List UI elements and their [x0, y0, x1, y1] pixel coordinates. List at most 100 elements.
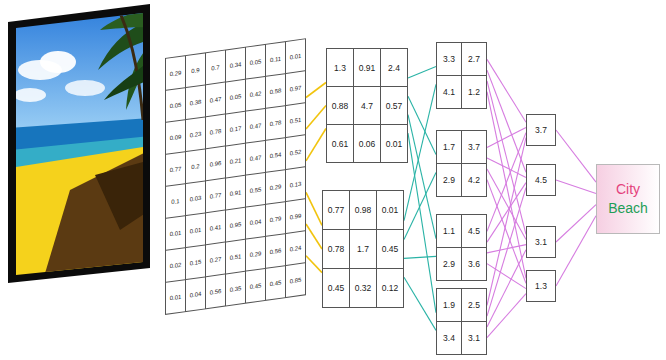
- cell-value: 1.2: [462, 76, 486, 108]
- cell-value: 0.77: [166, 152, 185, 186]
- cell-value: 0.77: [323, 191, 349, 229]
- cell-value: 3.4: [437, 322, 461, 354]
- cell-value: 0.47: [246, 141, 265, 175]
- connection-line: [487, 169, 526, 240]
- cell-value: 2.7: [462, 43, 486, 75]
- dense-unit: 1.3: [526, 270, 556, 302]
- connection-line: [487, 127, 526, 147]
- cell-value: 0.45: [377, 230, 403, 268]
- cell-value: 0.97: [286, 71, 305, 105]
- cell-value: 0.02: [166, 248, 185, 282]
- connection-line: [487, 133, 526, 232]
- cell-value: 0.78: [266, 106, 285, 140]
- connection-line: [556, 130, 596, 182]
- dense-unit: 3.1: [526, 226, 556, 258]
- pooled-map: 1.92.53.43.1: [436, 288, 487, 355]
- connection-line: [487, 294, 526, 338]
- connection-line: [306, 256, 322, 273]
- connection-line: [306, 106, 326, 130]
- cell-value: 0.12: [377, 269, 403, 307]
- cell-value: 0.47: [206, 83, 225, 117]
- cell-value: 1.7: [350, 230, 376, 268]
- connection-line: [404, 84, 436, 220]
- cell-value: 0.51: [286, 103, 305, 137]
- input-grid: 0.290.90.70.340.050.110.010.050.380.470.…: [165, 38, 306, 315]
- cell-value: 0.06: [354, 125, 380, 162]
- connection-line: [487, 138, 526, 306]
- cell-value: 0.21: [226, 144, 245, 178]
- cell-value: 0.32: [350, 269, 376, 307]
- cell-value: 0.85: [286, 263, 305, 297]
- feature-map: 1.30.912.40.884.70.570.610.060.01: [326, 48, 408, 163]
- cell-value: 0.03: [186, 181, 205, 215]
- cell-value: 0.27: [206, 243, 225, 277]
- feature-map: 0.770.980.010.781.70.450.450.320.12: [322, 190, 404, 308]
- cell-value: 0.11: [266, 42, 285, 76]
- palm-shadow: [40, 150, 150, 290]
- cell-value: 0.35: [226, 272, 245, 306]
- cell-value: 0.78: [323, 230, 349, 268]
- cell-value: 0.29: [266, 170, 285, 204]
- cell-value: 0.23: [186, 117, 205, 151]
- cell-value: 0.01: [286, 39, 305, 73]
- cell-value: 2.9: [437, 248, 461, 280]
- cell-value: 0.15: [186, 245, 205, 279]
- sand: [10, 146, 150, 290]
- connection-line: [306, 129, 326, 161]
- cell-value: 1.7: [437, 131, 461, 163]
- cell-value: 4.5: [462, 215, 486, 247]
- pooled-map: 1.14.52.93.6: [436, 214, 487, 281]
- cell-value: 0.91: [354, 49, 380, 86]
- cell-value: 0.58: [266, 74, 285, 108]
- cell-value: 3.6: [462, 248, 486, 280]
- cell-value: 0.77: [206, 179, 225, 213]
- cell-value: 0.7: [206, 51, 225, 85]
- cell-value: 0.9: [186, 53, 205, 87]
- cell-value: 0.88: [327, 87, 353, 124]
- connection-line: [487, 264, 526, 289]
- cell-value: 3.3: [437, 43, 461, 75]
- class-label: Beach: [608, 199, 648, 218]
- beach-photo: [0, 0, 160, 300]
- connection-line: [556, 205, 596, 242]
- cell-value: 0.34: [226, 48, 245, 82]
- connection-line: [408, 67, 436, 78]
- cell-value: 3.7: [462, 131, 486, 163]
- cell-value: 0.04: [186, 277, 205, 311]
- cell-value: 0.54: [266, 138, 285, 172]
- cell-value: 1.1: [437, 215, 461, 247]
- connection-line: [404, 172, 436, 239]
- cell-value: 0.41: [206, 211, 225, 245]
- connection-line: [487, 188, 526, 316]
- cell-value: 0.78: [206, 115, 225, 149]
- cell-value: 4.1: [437, 76, 461, 108]
- connection-line: [404, 277, 436, 330]
- cell-value: 0.01: [166, 280, 185, 314]
- cell-value: 0.98: [350, 191, 376, 229]
- cell-value: 0.56: [206, 275, 225, 309]
- cell-value: 4.7: [354, 87, 380, 124]
- cell-value: 0.99: [286, 199, 305, 233]
- cell-value: 0.13: [286, 167, 305, 201]
- dense-unit: 3.7: [526, 114, 556, 146]
- cell-value: 0.05: [166, 88, 185, 122]
- unit-value: 3.7: [535, 125, 547, 135]
- cell-value: 1.9: [437, 289, 461, 321]
- cell-value: 0.09: [166, 120, 185, 154]
- cell-value: 0.24: [286, 231, 305, 265]
- cell-value: 0.04: [246, 205, 265, 239]
- cell-value: 3.1: [462, 322, 486, 354]
- cell-value: 0.45: [246, 269, 265, 303]
- cell-value: 0.17: [226, 112, 245, 146]
- cell-value: 0.52: [286, 135, 305, 169]
- cell-value: 0.61: [327, 125, 353, 162]
- cell-value: 0.95: [226, 208, 245, 242]
- cell-value: 2.4: [381, 49, 407, 86]
- cell-value: 0.01: [381, 125, 407, 162]
- cell-value: 0.91: [226, 176, 245, 210]
- cell-value: 0.79: [266, 202, 285, 236]
- cell-value: 2.9: [437, 164, 461, 196]
- cell-value: 0.38: [186, 85, 205, 119]
- cell-value: 0.01: [166, 216, 185, 250]
